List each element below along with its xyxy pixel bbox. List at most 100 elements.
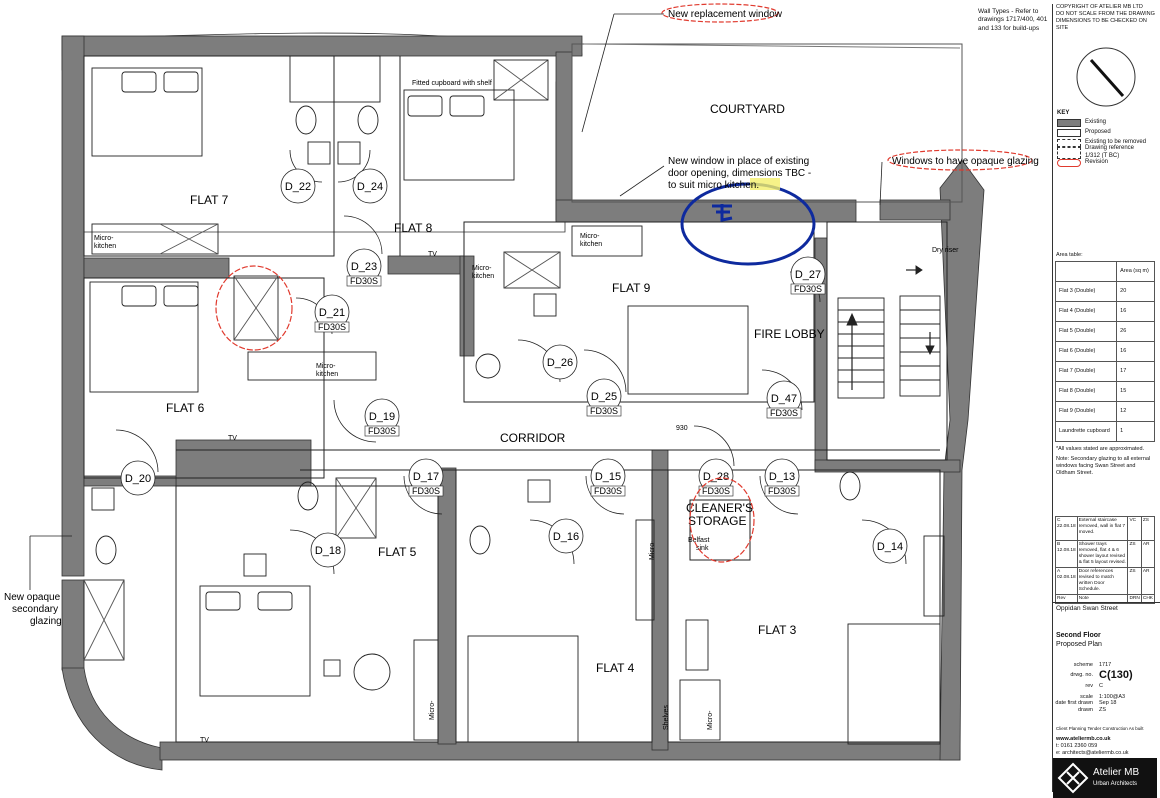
room-label-flat9: FLAT 9 [612, 281, 651, 295]
door-marker-circle [872, 528, 908, 564]
room-label-fire-lobby: FIRE LOBBY [754, 327, 825, 341]
area-note: *All values stated are approximated. [1056, 445, 1145, 452]
flat5-outline [175, 485, 439, 743]
key-label: Proposed [1085, 128, 1111, 135]
fire-rating-label: FD30S [770, 408, 798, 418]
toilet-flat6 [95, 535, 117, 565]
email: e: architects@ateliermb.co.uk [1056, 749, 1129, 756]
door-label: D_17 [413, 471, 439, 483]
scale-label: scale [1080, 693, 1093, 700]
table-row: Flat 8 (Double)15 [1054, 380, 1155, 402]
wall-curve-bottom-left [61, 667, 163, 771]
fire-rating-box [408, 485, 444, 497]
key-label-sub: 1/312 (T BC) [1085, 152, 1120, 159]
project-name: Oppidan Swan Street [1056, 605, 1118, 612]
bed-flat9 [627, 305, 749, 395]
fire-rating-box [314, 321, 350, 333]
drawing-number: C(130) [1099, 668, 1133, 681]
toilet-flat8b [357, 105, 379, 135]
fire-rating-box [590, 485, 626, 497]
annotation-new-window-2: door opening, dimensions TBC - [668, 168, 811, 179]
fitted-cupboard-label: Fitted cupboard with shelf [412, 80, 492, 87]
counter-flat3 [679, 679, 721, 741]
micro-label-flat9: Micro- [580, 233, 600, 240]
bed-flat4 [467, 635, 579, 743]
wall-mid-vertical [437, 467, 457, 745]
bed-flat6 [89, 281, 199, 393]
shower-flat9-x [503, 251, 561, 289]
annotation-new-window-3: to suit micro kitchen. [668, 180, 759, 191]
room-label-corridor: CORRIDOR [500, 431, 566, 445]
annotation-new-opaque-2: secondary [12, 604, 58, 615]
room-labels: FLAT 7 FLAT 8 FLAT 9 FLAT 6 FLAT 5 FLAT … [166, 102, 825, 675]
fire-rating-box [364, 425, 400, 437]
copyright-line: COPYRIGHT OF ATELIER MB LTD [1056, 4, 1143, 10]
title-block: COPYRIGHT OF ATELIER MB LTD DO NOT SCALE… [1052, 4, 1160, 798]
table-row: Flat 3 (Double)20 [1054, 280, 1155, 302]
room-label-flat4: FLAT 4 [596, 661, 635, 675]
flat3-outline [667, 469, 941, 743]
fire-rating-label: FD30S [594, 486, 622, 496]
shelves-label: Shelves [663, 705, 670, 730]
key-label: Drawing reference [1085, 145, 1135, 151]
stairs [837, 265, 941, 399]
glazing-note: Note: Secondary glazing to all external … [1056, 455, 1151, 476]
door-label: D_27 [795, 269, 821, 281]
shower-flat6b [83, 579, 125, 661]
fire-rating-label: FD30S [702, 486, 730, 496]
shower-flat9 [503, 251, 561, 289]
shower-flat3 [923, 535, 945, 617]
room-label-courtyard: COURTYARD [710, 102, 785, 116]
basin-flat5 [243, 553, 267, 577]
key-removed: Existing to be removed [1057, 138, 1157, 148]
counter-flat4 [635, 519, 655, 621]
door-label: D_26 [547, 357, 573, 369]
pillow-flat8a [407, 95, 443, 117]
annotation-new-opaque-3: glazing [30, 616, 62, 627]
door-marker-circle [280, 168, 316, 204]
counter-flat5 [413, 639, 439, 741]
highlight-kitchen [750, 178, 780, 190]
door-label: D_18 [315, 545, 341, 557]
belfast-label-2: sink [696, 545, 709, 552]
blue-markup [680, 182, 816, 266]
area-table-section: Area table: Area (sq m) Flat 3 (Double)2… [1053, 252, 1157, 476]
rev-label: rev [1085, 682, 1093, 689]
wall-right-courtyard [555, 51, 573, 221]
pillow-flat7a [121, 71, 157, 93]
micro-label-flat7: Micro- [94, 235, 114, 242]
flat9-outline [463, 221, 815, 403]
key-section: KEY Existing Proposed Existing to be rem… [1053, 110, 1157, 168]
door-label: D_13 [769, 471, 795, 483]
top-wall [61, 32, 583, 233]
table-flat5 [353, 653, 391, 691]
area-table-header: Area (sq m) [1054, 260, 1155, 282]
cupboard-flat3 [685, 619, 709, 671]
fire-rating-box [764, 485, 800, 497]
area-table-title: Area table: [1056, 252, 1083, 258]
drawing-title-section: Second Floor Proposed Plan [1053, 632, 1160, 650]
table-row: Flat 4 (Double)16 [1054, 300, 1155, 322]
wall-types-note: Wall Types - Refer to drawings 1717/400,… [978, 8, 1048, 32]
kitchen-label-flat9: kitchen [580, 241, 602, 248]
copyright-note: COPYRIGHT OF ATELIER MB LTD DO NOT SCALE… [1053, 4, 1160, 32]
contact-section: www.ateliermb.co.uk t: 0161 2360 059 e: … [1053, 736, 1160, 757]
pillow-flat6a [121, 285, 157, 307]
room-label-flat8: FLAT 8 [394, 221, 433, 235]
kitchen-label-flat8: kitchen [472, 273, 494, 280]
fire-rating-label: FD30S [590, 406, 618, 416]
shower-flat8 [289, 55, 381, 103]
wall-flat7-6 [83, 257, 230, 279]
drawing-subtitle: Proposed Plan [1056, 640, 1102, 648]
date-value: Sep 18 [1099, 700, 1117, 707]
interior-walls [83, 43, 963, 743]
door-marker-circle [542, 344, 578, 380]
room-label-cleaners-1: CLEANER'S [686, 501, 753, 515]
toilet-flat9 [475, 353, 501, 379]
counter-flat6 [247, 351, 377, 381]
fire-rating-box [790, 283, 826, 295]
